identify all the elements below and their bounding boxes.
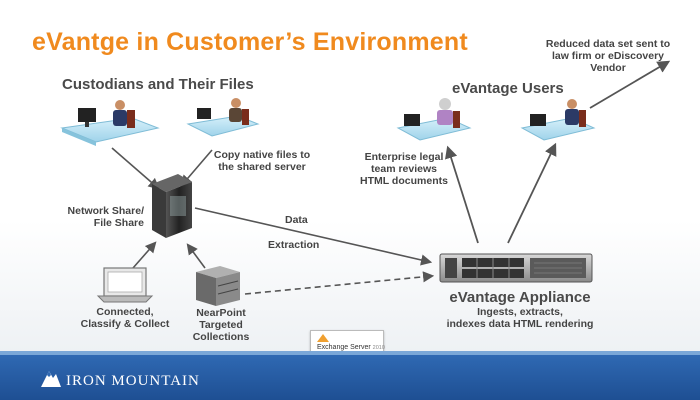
arrow-user-to-vendor	[589, 60, 671, 109]
connected-label: Connected, Classify & Collect	[70, 306, 180, 330]
arrow-appliance-to-user	[507, 142, 557, 244]
exchange-product: Exchange Server	[317, 344, 371, 351]
appliance-heading: eVantage Appliance	[449, 289, 591, 306]
arrow-appliance-to-legal	[445, 145, 479, 244]
reduced-data-line-3: Vendor	[590, 62, 626, 74]
arrow-data-extraction	[194, 207, 433, 266]
nearpoint-line-3: Collections	[192, 331, 250, 343]
data-label: Data	[285, 214, 308, 226]
arrow-custodian-to-share	[111, 147, 160, 190]
file-server-icon	[152, 174, 192, 238]
connected-line-2: Classify & Collect	[80, 318, 170, 330]
appliance-desc-line-2: indexes data HTML rendering	[446, 318, 594, 330]
exchange-version: 2010	[372, 345, 385, 351]
enterprise-legal-label: Enterprise legal team reviews HTML docum…	[352, 151, 456, 187]
appliance-description: Ingests, extracts, indexes data HTML ren…	[440, 306, 600, 330]
slide-title: eVantge in Customer’s Environment	[32, 28, 468, 56]
footer-brand: IRON MOUNTAIN	[66, 373, 200, 389]
nearpoint-line-1: NearPoint	[196, 307, 246, 319]
nearpoint-server-icon	[196, 266, 240, 306]
copy-native-label: Copy native files to the shared server	[202, 149, 322, 173]
reduced-data-line-2: law firm or eDiscovery	[551, 50, 665, 62]
extraction-label: Extraction	[268, 239, 320, 251]
network-share-label: Network Share/ File Share	[52, 205, 144, 229]
arrow-nearpoint-to-share	[186, 243, 206, 269]
exchange-logo-icon	[317, 334, 329, 342]
nearpoint-label: NearPoint Targeted Collections	[180, 307, 262, 343]
iron-mountain-logo-icon	[41, 371, 61, 387]
enterprise-legal-line-1: Enterprise legal	[364, 151, 444, 163]
reduced-data-line-1: Reduced data set sent to	[545, 38, 671, 50]
evantage-user-workstation-icon	[520, 99, 596, 141]
copy-native-line-2: the shared server	[218, 161, 306, 173]
network-share-line-2: File Share	[93, 217, 144, 229]
arrow-nearpoint-dashed	[244, 271, 435, 295]
network-share-line-1: Network Share/	[67, 205, 144, 217]
connected-line-1: Connected,	[96, 306, 154, 318]
custodian-workstation-icon	[60, 100, 160, 146]
laptop-icon	[96, 267, 154, 303]
arrow-laptop-to-share	[132, 241, 157, 269]
legal-reviewer-workstation-icon	[396, 98, 472, 141]
users-heading: eVantage Users	[452, 80, 564, 97]
appliance-desc-line-1: Ingests, extracts,	[477, 306, 563, 318]
nearpoint-line-2: Targeted	[199, 319, 243, 331]
enterprise-legal-line-3: HTML documents	[360, 175, 448, 187]
enterprise-legal-line-2: team reviews	[371, 163, 437, 175]
footer-accent-bar	[0, 351, 700, 355]
reduced-data-label: Reduced data set sent to law firm or eDi…	[538, 38, 678, 74]
copy-native-line-1: Copy native files to	[213, 149, 311, 161]
appliance-rack-icon	[439, 253, 593, 283]
custodian-workstation-icon	[186, 98, 260, 137]
custodians-heading: Custodians and Their Files	[62, 76, 254, 93]
footer-band	[0, 355, 700, 400]
exchange-badge-text: Exchange Server 2010	[317, 344, 385, 351]
